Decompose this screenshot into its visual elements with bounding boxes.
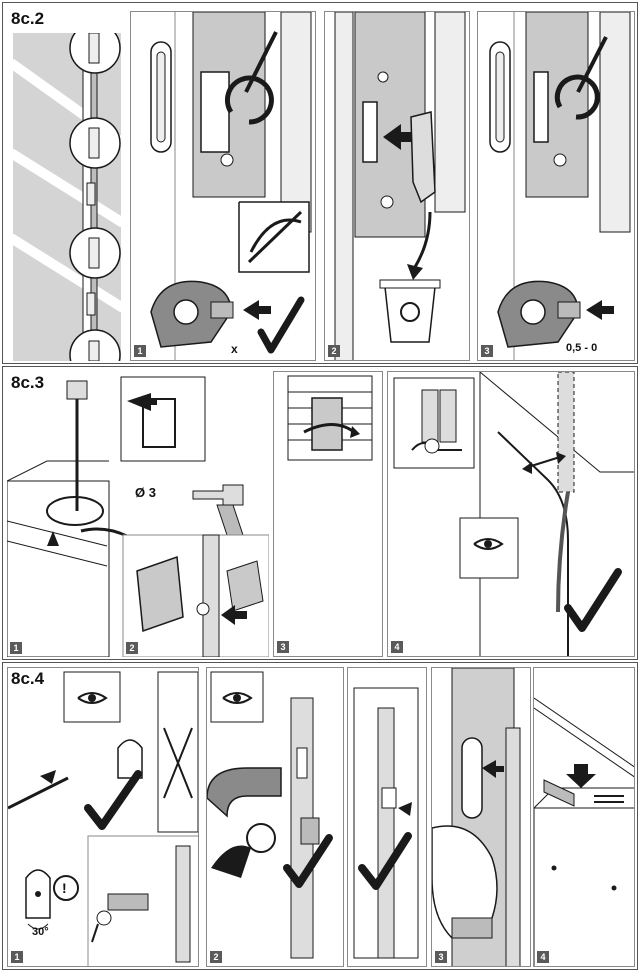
section-8c4: 8c.4 !	[2, 662, 638, 970]
step-8c2-3-panel: 0,5 - 0 3	[477, 11, 635, 361]
step-8c4-3-panel: 3	[431, 667, 531, 967]
step-number: 1	[10, 642, 22, 654]
step-number: 1	[134, 345, 146, 357]
warning-mark: !	[62, 880, 67, 896]
step-8c2-1-panel: x 1	[130, 11, 316, 361]
step-number: 3	[435, 951, 447, 963]
step-number: 1	[11, 951, 23, 963]
step-8c4-4-panel: 4	[533, 667, 635, 967]
step-number: 2	[210, 951, 222, 963]
section-8c2: 8c.2	[2, 2, 638, 364]
step-number: 3	[277, 641, 289, 653]
overview-door-strip	[11, 33, 123, 361]
angle-label: 30°	[32, 926, 49, 938]
step-8c4-1-panel: ! 30° 1	[7, 667, 199, 967]
step-8c4-2-panel: 2	[206, 667, 344, 967]
step-8c3-3-panel: 3	[273, 371, 383, 657]
step-number: 2	[328, 345, 340, 357]
step-8c2-2-panel: 2	[324, 11, 470, 361]
gap-value-label: 0,5 - 0	[566, 342, 598, 354]
step-number: 3	[481, 345, 493, 357]
section-title: 8c.2	[11, 9, 45, 28]
step-number: 2	[126, 642, 138, 654]
step-number: 4	[391, 641, 403, 653]
section-8c3: 8c.3	[2, 366, 638, 660]
step-8c4-2b-panel	[347, 667, 427, 967]
section-title: 8c.4	[11, 669, 45, 688]
drill-size-label: Ø 3	[135, 485, 156, 500]
step-8c3-1-2-area: Ø 3 1 2	[7, 371, 269, 657]
section-title: 8c.3	[11, 373, 45, 392]
step-number: 4	[537, 951, 549, 963]
step-8c3-4-panel: 4	[387, 371, 635, 657]
gap-x-label: x	[231, 342, 238, 356]
